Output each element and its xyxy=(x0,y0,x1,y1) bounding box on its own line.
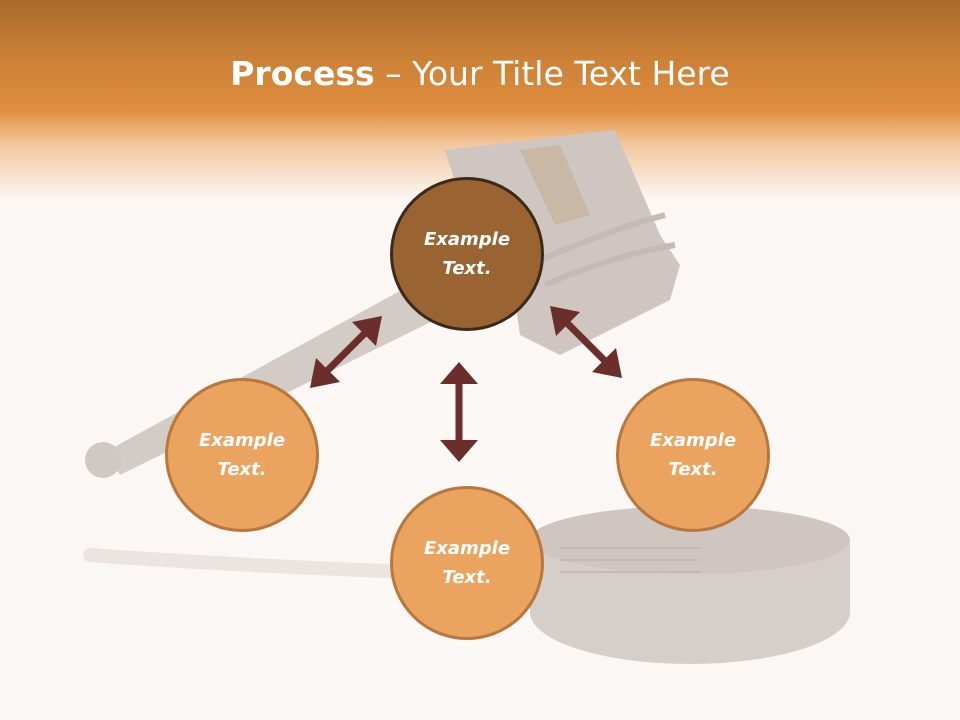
arrow-center-left xyxy=(310,316,382,388)
arrow-center-right xyxy=(550,306,622,378)
center-node-line2: Text. xyxy=(442,258,492,279)
center-node: Example Text. xyxy=(390,177,544,331)
center-node-line1: Example xyxy=(423,229,511,250)
left-node: Example Text. xyxy=(165,378,319,532)
arrow-center-bottom xyxy=(440,362,478,462)
left-node-line1: Example xyxy=(198,430,286,451)
title-bold: Process xyxy=(230,54,375,93)
right-node: Example Text. xyxy=(616,378,770,532)
slide-title: Process – Your Title Text Here xyxy=(0,52,960,96)
bottom-node: Example Text. xyxy=(390,486,544,640)
bottom-node-line2: Text. xyxy=(442,567,492,588)
bottom-node-line1: Example xyxy=(423,538,511,559)
title-rest: – Your Title Text Here xyxy=(374,54,730,93)
left-node-line2: Text. xyxy=(217,459,267,480)
right-node-line2: Text. xyxy=(668,459,718,480)
right-node-line1: Example xyxy=(649,430,737,451)
